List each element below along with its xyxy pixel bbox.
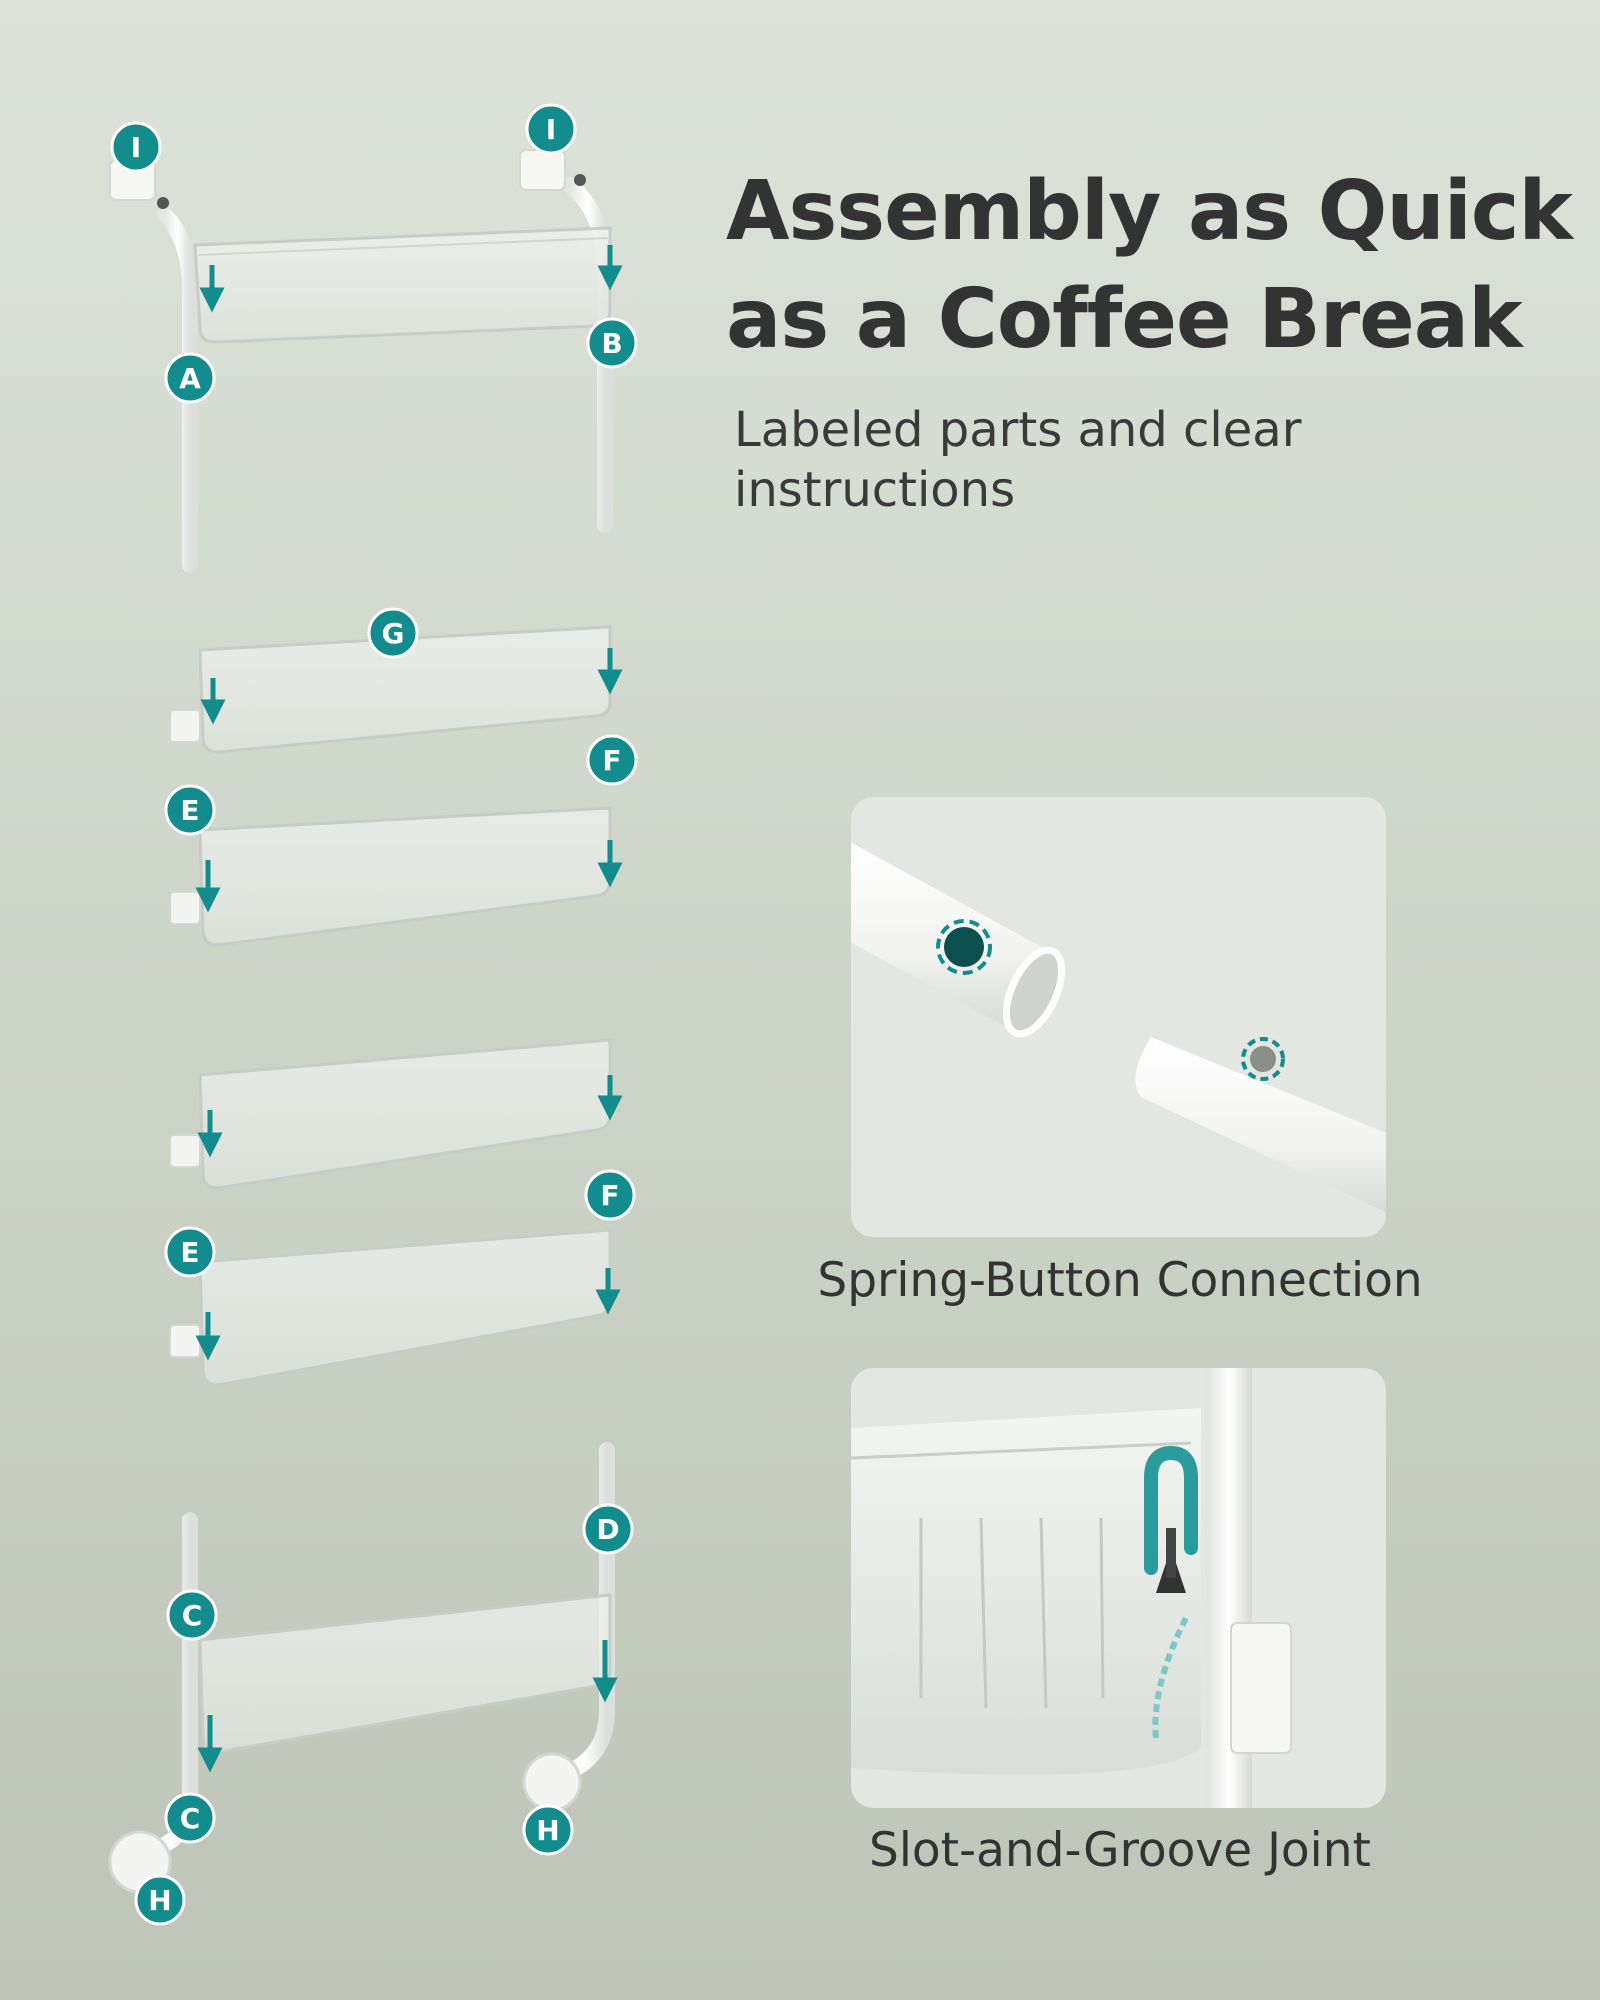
svg-text:F: F <box>602 744 621 777</box>
part-label-i-right: I <box>525 103 577 155</box>
part-labels: I I A B G F E F E D C C H H <box>110 103 638 1926</box>
stage-1 <box>109 149 623 573</box>
headline-line-1: Assembly as Quick <box>726 164 1573 259</box>
part-label-b: B <box>586 317 638 369</box>
part-label-c-lower: C <box>164 1792 216 1844</box>
basket-1 <box>193 226 612 344</box>
slot-groove-detail-panel <box>851 1368 1386 1808</box>
svg-text:E: E <box>180 794 199 827</box>
svg-text:I: I <box>546 113 556 146</box>
svg-text:F: F <box>600 1179 619 1212</box>
slot-groove-illustration <box>851 1368 1292 1808</box>
basket-4 <box>198 1038 612 1190</box>
part-label-h-right: H <box>522 1804 574 1856</box>
spring-button-caption: Spring-Button Connection <box>817 1253 1423 1308</box>
part-label-c-upper: C <box>166 1589 218 1641</box>
part-label-f-upper: F <box>586 734 638 786</box>
svg-text:H: H <box>148 1884 171 1917</box>
part-label-i-left: I <box>110 121 162 173</box>
svg-text:C: C <box>182 1599 203 1632</box>
stage-3 <box>169 1002 623 1418</box>
part-label-d: D <box>582 1503 634 1555</box>
basket-2 <box>198 625 612 754</box>
svg-text:I: I <box>131 131 141 164</box>
basket-5 <box>198 1228 612 1387</box>
part-label-h-left: H <box>134 1874 186 1926</box>
spring-button-illustration <box>851 842 1386 1213</box>
part-label-f-lower: F <box>584 1169 636 1221</box>
subtitle-line-1: Labeled parts and clear <box>734 402 1302 458</box>
part-label-e-upper: E <box>164 784 216 836</box>
part-label-g: G <box>367 607 419 659</box>
slot-groove-caption: Slot-and-Groove Joint <box>869 1823 1371 1878</box>
part-label-a: A <box>164 352 216 404</box>
svg-text:C: C <box>180 1802 201 1835</box>
headline: Assembly as Quick as a Coffee Break <box>726 158 1586 374</box>
svg-text:H: H <box>536 1814 559 1847</box>
spring-button-detail-panel <box>851 797 1386 1237</box>
subtitle: Labeled parts and clear instructions <box>734 400 1434 520</box>
svg-text:E: E <box>180 1236 199 1269</box>
svg-text:D: D <box>596 1513 619 1546</box>
svg-text:G: G <box>382 617 405 650</box>
svg-text:B: B <box>601 327 622 360</box>
basket-6 <box>198 1593 612 1754</box>
part-label-e-lower: E <box>164 1226 216 1278</box>
headline-line-2: as a Coffee Break <box>726 272 1523 367</box>
basket-3 <box>198 806 612 947</box>
svg-text:A: A <box>179 362 201 395</box>
curved-pole-left <box>157 207 198 573</box>
stage-4 <box>108 1442 618 1894</box>
subtitle-line-2: instructions <box>734 462 1016 518</box>
